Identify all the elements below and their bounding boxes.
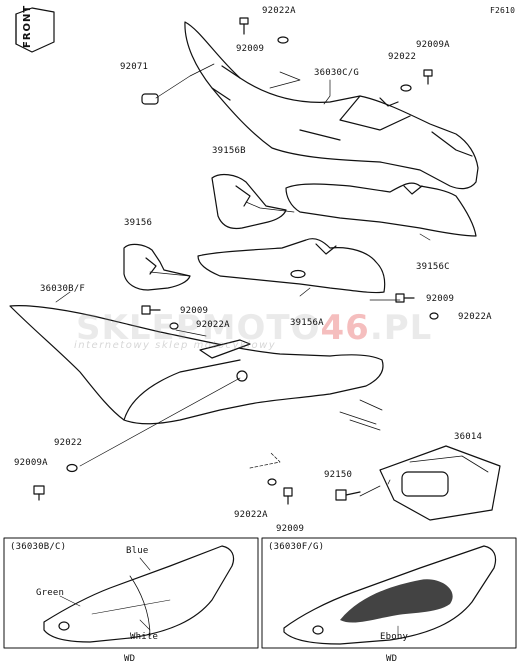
callout-36014: 36014 (454, 432, 483, 442)
washer-icon (267, 478, 277, 486)
callout-39156c: 39156C (416, 262, 450, 272)
inset-left-title: (36030B/C) (10, 542, 67, 552)
callout-39156: 39156 (124, 218, 153, 228)
side-cover-panel-39156c (285, 182, 477, 237)
callout-92022: 92022 (388, 52, 417, 62)
callout-36030cg: 36030C/G (314, 68, 359, 78)
bolt-icon (239, 17, 249, 35)
model-label-right: WD (386, 654, 398, 664)
callout-92009: 92009 (180, 306, 209, 316)
bolt-icon (141, 305, 161, 315)
lower-seat-cowl (9, 305, 384, 425)
callout-92009a: 92009A (14, 458, 48, 468)
washer-icon (169, 322, 179, 330)
bolt-icon (395, 293, 415, 303)
washer-icon (429, 312, 439, 320)
color-label-green: Green (36, 588, 65, 598)
bolt-icon (423, 69, 433, 85)
watermark-brand: SKLEPMOTO46.PL (76, 308, 433, 348)
inset-right-title: (36030F/G) (268, 542, 325, 552)
callout-92022: 92022 (54, 438, 83, 448)
side-cover-panel-39156a (197, 238, 386, 294)
page-code: F2610 (490, 6, 516, 15)
watermark-tagline: internetowy sklep motocyklowy (74, 340, 277, 351)
washer-icon (277, 36, 289, 44)
bolt-icon (33, 485, 45, 501)
model-label-left: WD (124, 654, 136, 664)
color-label-white: White (130, 632, 159, 642)
callout-92022a: 92022A (196, 320, 230, 330)
grommet-icon (141, 93, 159, 105)
callout-39156b: 39156B (212, 146, 246, 156)
callout-36030bf: 36030B/F (40, 284, 85, 294)
inset-frame-left (3, 537, 259, 649)
bolt-icon (283, 487, 293, 505)
washer-icon (400, 84, 412, 92)
upper-seat-cowl (184, 21, 479, 190)
callout-92009: 92009 (426, 294, 455, 304)
color-label-blue: Blue (126, 546, 149, 556)
callout-92022a: 92022A (458, 312, 492, 322)
color-label-ebony: Ebony (380, 632, 409, 642)
inset-cowl-left (43, 545, 235, 643)
washer-icon (66, 463, 78, 473)
callout-92150: 92150 (324, 470, 353, 480)
callout-92009: 92009 (236, 44, 265, 54)
side-cover-panel-39156 (123, 243, 191, 291)
front-label: FRONT (22, 4, 33, 48)
callout-92071: 92071 (120, 62, 149, 72)
callout-92009a: 92009A (416, 40, 450, 50)
inset-frame-right (261, 537, 517, 649)
callout-39156a: 39156A (290, 318, 324, 328)
callout-92022a: 92022A (262, 6, 296, 16)
side-cover-panel-39156b (211, 173, 287, 230)
callout-92022a: 92022A (234, 510, 268, 520)
bolt-icon (335, 489, 361, 501)
callout-92009: 92009 (276, 524, 305, 534)
